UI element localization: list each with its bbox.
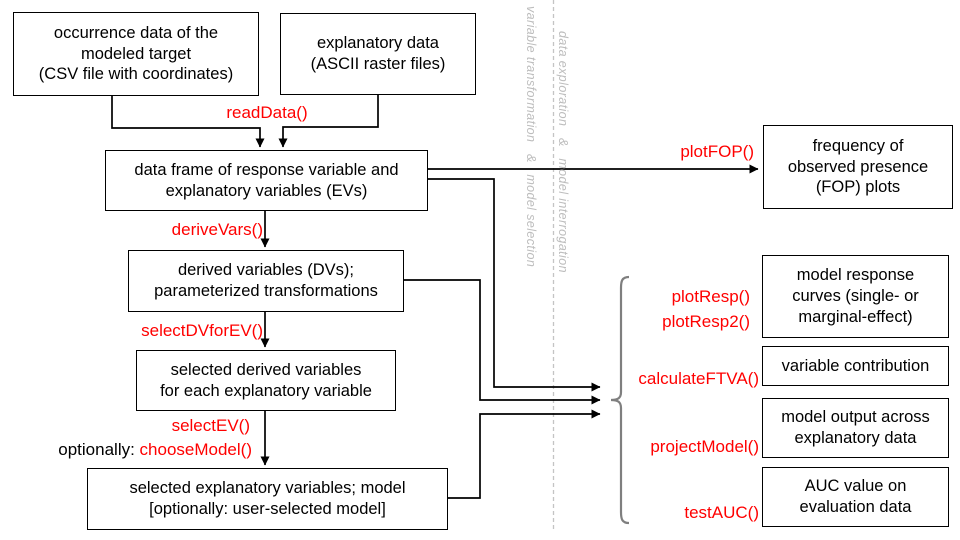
calculateftva-function-label: calculateFTVA() [638, 369, 759, 388]
testauc-function-label: testAUC() [684, 503, 759, 522]
model-output-box: model output across explanatory data [762, 398, 949, 458]
derivevars-function-label: deriveVars() [171, 220, 263, 239]
selectev-function-label: selectEV() [171, 416, 250, 435]
choosemodel-function-name: chooseModel() [139, 440, 252, 459]
auc-value-box: AUC value on evaluation data [762, 467, 949, 527]
explanatory-data-box: explanatory data (ASCII raster files) [280, 13, 476, 95]
optionally-prefix-label: optionally: [58, 440, 140, 459]
data-frame-box: data frame of response variable and expl… [105, 150, 428, 211]
arrow-model-to-brace [447, 409, 601, 499]
curly-brace [610, 275, 630, 525]
derived-variables-box: derived variables (DVs); parameterized t… [128, 250, 404, 312]
arrow-derived-to-brace [403, 279, 601, 405]
selected-explanatory-variables-model-box: selected explanatory variables; model [o… [87, 468, 448, 530]
arrow-dataframe-to-brace [428, 178, 601, 392]
section-label-data-exploration-model-interrogation: data exploration & model interrogation [556, 31, 570, 273]
readdata-function-label: readData() [226, 103, 308, 122]
plotfop-function-label: plotFOP() [680, 142, 754, 161]
projectmodel-function-label: projectModel() [650, 437, 759, 456]
selected-derived-variables-box: selected derived variables for each expl… [136, 350, 396, 411]
selectdvforev-function-label: selectDVforEV() [141, 321, 263, 340]
model-response-curves-box: model response curves (single- or margin… [762, 255, 949, 338]
variable-contribution-box: variable contribution [762, 346, 949, 386]
arrow-explanatory-to-dataframe [278, 95, 379, 148]
plotresp2-function-label: plotResp2() [662, 312, 750, 331]
plotresp-function-label: plotResp() [671, 287, 750, 306]
arrow-occurrence-to-dataframe [111, 94, 265, 148]
section-label-variable-transformation-model-selection: variable transformation & model selectio… [524, 6, 538, 268]
choosemodel-function-label: optionally: chooseModel() [58, 441, 252, 458]
fop-plots-box: frequency of observed presence (FOP) plo… [763, 125, 953, 209]
occurrence-data-box: occurrence data of the modeled target (C… [13, 12, 259, 96]
